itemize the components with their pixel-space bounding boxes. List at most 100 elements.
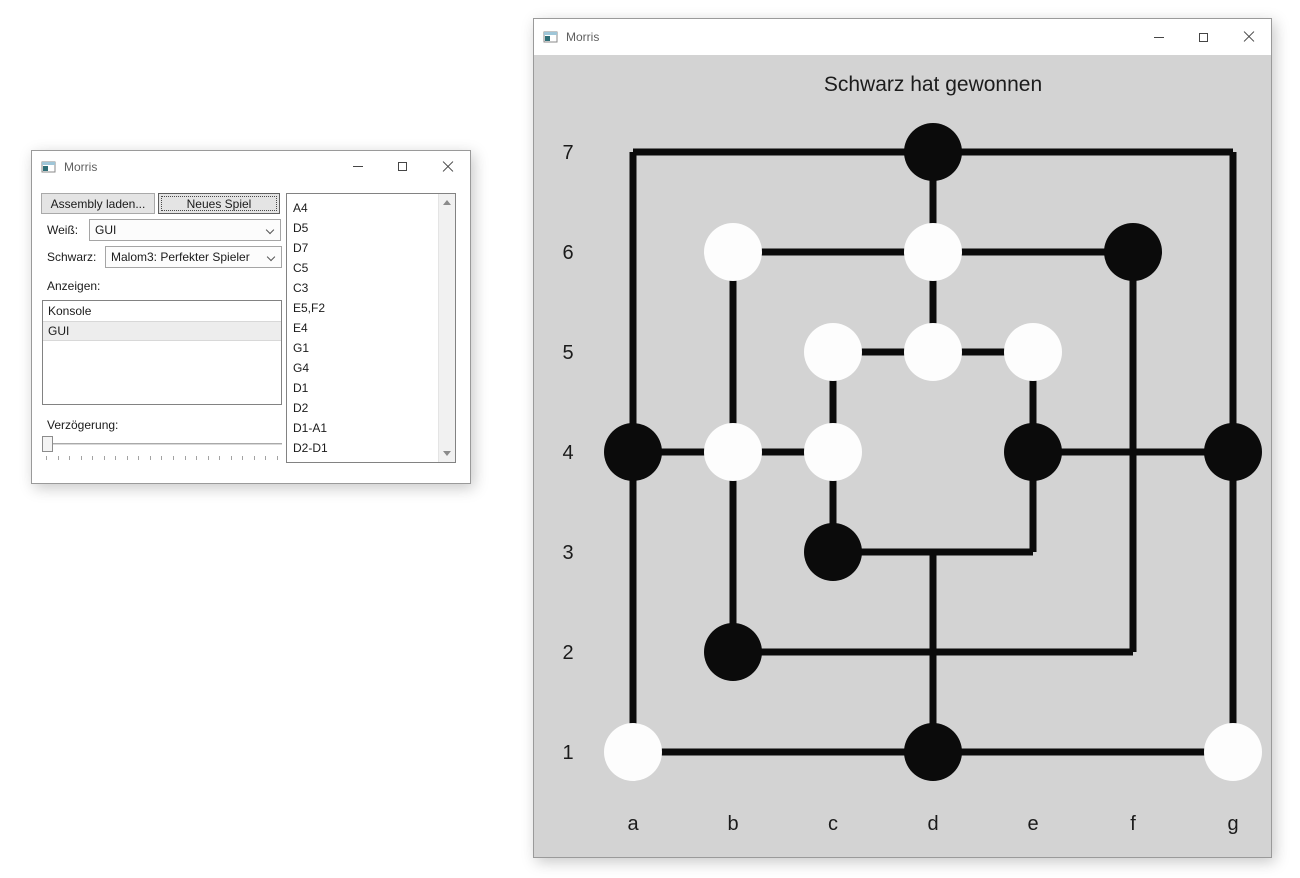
row-label-7: 7	[562, 142, 573, 164]
maximize-icon	[398, 162, 407, 171]
display-option-konsole[interactable]: Konsole	[48, 304, 92, 318]
scrollbar-down-button[interactable]	[439, 445, 455, 462]
row-label-6: 6	[562, 242, 573, 264]
piece-white-b4[interactable]	[704, 423, 762, 481]
game-close-button[interactable]	[1226, 19, 1271, 55]
piece-black-e4[interactable]	[1004, 423, 1062, 481]
chevron-down-icon	[266, 252, 276, 262]
slider-tick	[103, 456, 105, 460]
arrow-down-icon	[443, 451, 451, 456]
white-player-value: GUI	[95, 223, 117, 237]
status-text: Schwarz hat gewonnen	[824, 73, 1042, 96]
control-maximize-button[interactable]	[380, 151, 425, 182]
move-item[interactable]: E4	[293, 321, 308, 335]
black-player-value: Malom3: Perfekter Spieler	[111, 250, 250, 264]
slider-tick	[46, 456, 47, 460]
col-label-f: f	[1130, 813, 1136, 835]
slider-tick	[80, 456, 82, 460]
move-item[interactable]: D7	[293, 241, 309, 255]
slider-tick	[92, 456, 94, 460]
moves-scrollbar[interactable]	[438, 194, 455, 462]
control-close-button[interactable]	[425, 151, 470, 182]
col-label-b: b	[727, 813, 738, 835]
slider-tick	[219, 456, 221, 460]
slider-tick	[184, 456, 186, 460]
slider-tick	[173, 456, 175, 460]
move-item[interactable]: G4	[293, 361, 310, 375]
arrow-up-icon	[443, 200, 451, 205]
assembly-laden-button[interactable]: Assembly laden...	[41, 193, 155, 214]
col-label-g: g	[1227, 813, 1238, 835]
white-player-combobox[interactable]: GUI	[89, 219, 281, 241]
delay-slider[interactable]	[42, 434, 282, 462]
black-player-label: Schwarz:	[47, 250, 97, 264]
display-label: Anzeigen:	[47, 279, 101, 293]
black-player-combobox[interactable]: Malom3: Perfekter Spieler	[105, 246, 282, 268]
piece-black-b2[interactable]	[704, 623, 762, 681]
piece-black-d1[interactable]	[904, 723, 962, 781]
move-item[interactable]: D1	[293, 381, 309, 395]
col-label-d: d	[927, 813, 938, 835]
move-item[interactable]: D1-A1	[293, 421, 328, 435]
game-titlebar: Morris	[534, 19, 1271, 55]
scrollbar-up-button[interactable]	[439, 194, 455, 211]
piece-white-c5[interactable]	[804, 323, 862, 381]
minimize-icon	[352, 166, 363, 167]
game-maximize-button[interactable]	[1181, 19, 1226, 55]
chevron-down-icon	[265, 225, 275, 235]
row-label-2: 2	[562, 642, 573, 664]
delay-label: Verzögerung:	[47, 418, 119, 432]
piece-white-d5[interactable]	[904, 323, 962, 381]
slider-ticks	[46, 456, 278, 460]
neues-spiel-button[interactable]: Neues Spiel	[158, 193, 280, 214]
piece-black-f6[interactable]	[1104, 223, 1162, 281]
piece-white-g1[interactable]	[1204, 723, 1262, 781]
piece-black-c3[interactable]	[804, 523, 862, 581]
close-icon	[442, 161, 454, 173]
slider-tick	[57, 456, 59, 460]
move-item[interactable]: G1	[293, 341, 310, 355]
piece-white-d6[interactable]	[904, 223, 962, 281]
slider-track[interactable]	[42, 443, 282, 445]
piece-white-a1[interactable]	[604, 723, 662, 781]
display-option-gui[interactable]: GUI	[43, 321, 281, 341]
move-item[interactable]: C3	[293, 281, 309, 295]
col-label-e: e	[1027, 813, 1038, 835]
slider-tick	[253, 456, 255, 460]
control-minimize-button[interactable]	[335, 151, 380, 182]
control-window-title: Morris	[64, 159, 98, 174]
slider-tick	[196, 456, 198, 460]
piece-black-a4[interactable]	[604, 423, 662, 481]
row-label-4: 4	[562, 442, 573, 464]
piece-black-g4[interactable]	[1204, 423, 1262, 481]
move-item[interactable]: C5	[293, 261, 309, 275]
slider-thumb[interactable]	[42, 436, 53, 452]
control-window: Morris Assembly laden... Neues Spiel Wei…	[31, 150, 471, 484]
move-item[interactable]: D5	[293, 221, 309, 235]
move-item[interactable]: A4	[293, 201, 308, 215]
game-minimize-button[interactable]	[1136, 19, 1181, 55]
move-item[interactable]: D2	[293, 401, 309, 415]
piece-white-e5[interactable]	[1004, 323, 1062, 381]
row-label-3: 3	[562, 542, 573, 564]
piece-white-b6[interactable]	[704, 223, 762, 281]
move-item[interactable]: E5,F2	[293, 301, 326, 315]
col-label-a: a	[627, 813, 639, 835]
app-icon	[543, 29, 559, 45]
piece-black-d7[interactable]	[904, 123, 962, 181]
slider-tick	[161, 456, 163, 460]
game-window-title: Morris	[566, 30, 600, 44]
move-item[interactable]: D2-D1	[293, 441, 328, 455]
slider-tick	[230, 456, 232, 460]
control-caption-buttons	[335, 151, 470, 182]
slider-tick	[69, 456, 71, 460]
slider-tick	[149, 456, 151, 460]
piece-white-c4[interactable]	[804, 423, 862, 481]
control-titlebar: Morris	[32, 151, 470, 182]
